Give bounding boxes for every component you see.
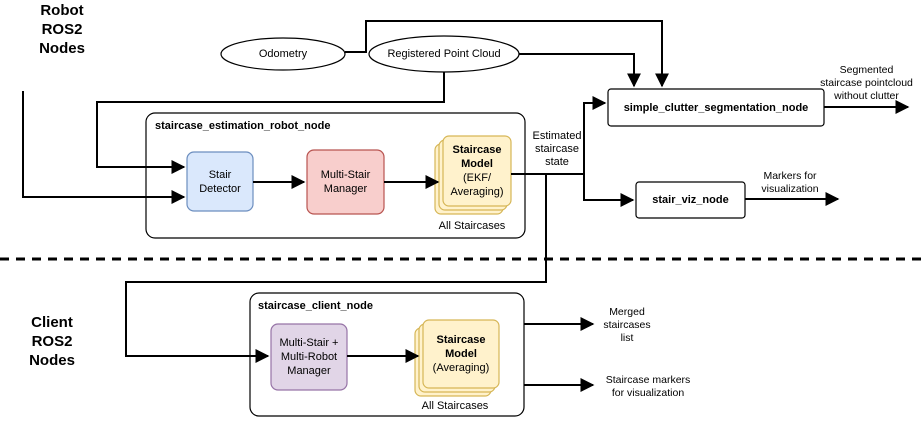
client-model-line2: Model: [445, 348, 477, 360]
stair-detector-line1: Stair: [208, 168, 232, 181]
viz-output-line1: Markers for: [763, 170, 817, 182]
staircase-model-label: Staircase Model (EKF/ Averaging): [443, 136, 511, 206]
multi-stair-manager-label: Multi-Stair Manager: [307, 150, 384, 214]
staircase-model-box: [442, 135, 512, 207]
stair-detector-line2: Detector: [199, 182, 241, 195]
segmented-output-label: Segmented staircase pointcloud without c…: [812, 64, 921, 103]
merged-output-line3: list: [620, 332, 634, 344]
staircase-model-line2: Model: [461, 158, 493, 170]
robot-heading-line3: Nodes: [39, 40, 85, 57]
viz-output-label: Markers for visualization: [752, 170, 828, 196]
robot-node-title: staircase_estimation_robot_node: [155, 120, 331, 132]
multi-stair-manager-line2: Manager: [323, 183, 368, 195]
estimated-state-label: Estimated staircase state: [527, 130, 587, 169]
client-heading-line1: Client: [31, 314, 73, 331]
merged-output-line1: Merged: [609, 306, 645, 318]
state-to-segmentation-arrow: [583, 96, 607, 174]
robot-heading-line1: Robot: [40, 2, 84, 19]
client-heading-line3: Nodes: [29, 352, 75, 369]
point-cloud-label: Registered Point Cloud: [387, 48, 501, 60]
state-to-client-arrow: [125, 174, 547, 363]
client-model-label: Staircase Model (Averaging): [423, 320, 499, 388]
robot-all-staircases-label: All Staircases: [438, 220, 506, 232]
odometry-ellipse: [220, 37, 346, 71]
pointcloud-to-detector-arrow: [96, 72, 445, 174]
robot-heading-line2: ROS2: [41, 21, 83, 38]
client-manager-label: Multi-Stair + Multi-Robot Manager: [271, 324, 347, 390]
multi-stair-manager-line1: Multi-Stair: [320, 169, 371, 181]
estimated-state-line1: Estimated: [532, 130, 582, 142]
odometry-label: Odometry: [258, 48, 308, 60]
client-manager-line1: Multi-Stair +: [279, 337, 339, 349]
odometry-to-segmentation-arrow: [345, 20, 669, 88]
pointcloud-to-segmentation-arrow: [519, 53, 641, 88]
client-model-line1: Staircase: [436, 334, 486, 346]
client-all-staircases-label: All Staircases: [421, 400, 489, 412]
estimated-state-line3: state: [545, 156, 569, 168]
client-model-box: [422, 319, 500, 389]
staircase-model-line1: Staircase: [452, 144, 502, 156]
viz-output-line2: visualization: [761, 183, 819, 195]
markers-output-line1: Staircase markers: [605, 374, 691, 386]
client-heading-line2: ROS2: [31, 333, 73, 350]
estimated-state-line2: staircase: [534, 143, 580, 155]
odometry-to-detector-arrow: [22, 91, 186, 204]
segmentation-node-label: simple_clutter_segmentation_node: [623, 101, 809, 114]
client-model-line3: (Averaging): [432, 362, 490, 374]
staircase-model-line3: (EKF/: [462, 172, 492, 184]
client-section-heading: Client ROS2 Nodes: [12, 313, 92, 370]
markers-output-label: Staircase markers for visualization: [596, 374, 700, 400]
merged-output-label: Merged staircases list: [594, 306, 660, 345]
segmented-output-line3: without clutter: [834, 90, 899, 102]
segmented-output-line1: Segmented: [839, 64, 894, 76]
robot-section-heading: Robot ROS2 Nodes: [22, 1, 102, 58]
state-to-viz-arrow: [583, 174, 635, 207]
markers-output-line2: for visualization: [611, 387, 685, 399]
merged-output-line2: staircases: [603, 319, 651, 331]
client-node-title: staircase_client_node: [258, 300, 373, 312]
client-manager-line2: Multi-Robot: [280, 351, 338, 363]
viz-node-label: stair_viz_node: [652, 194, 729, 206]
client-manager-line3: Manager: [287, 365, 331, 377]
staircase-model-line4: Averaging): [450, 186, 504, 198]
stair-detector-label: Stair Detector: [187, 152, 253, 211]
segmented-output-line2: staircase pointcloud: [820, 77, 913, 89]
